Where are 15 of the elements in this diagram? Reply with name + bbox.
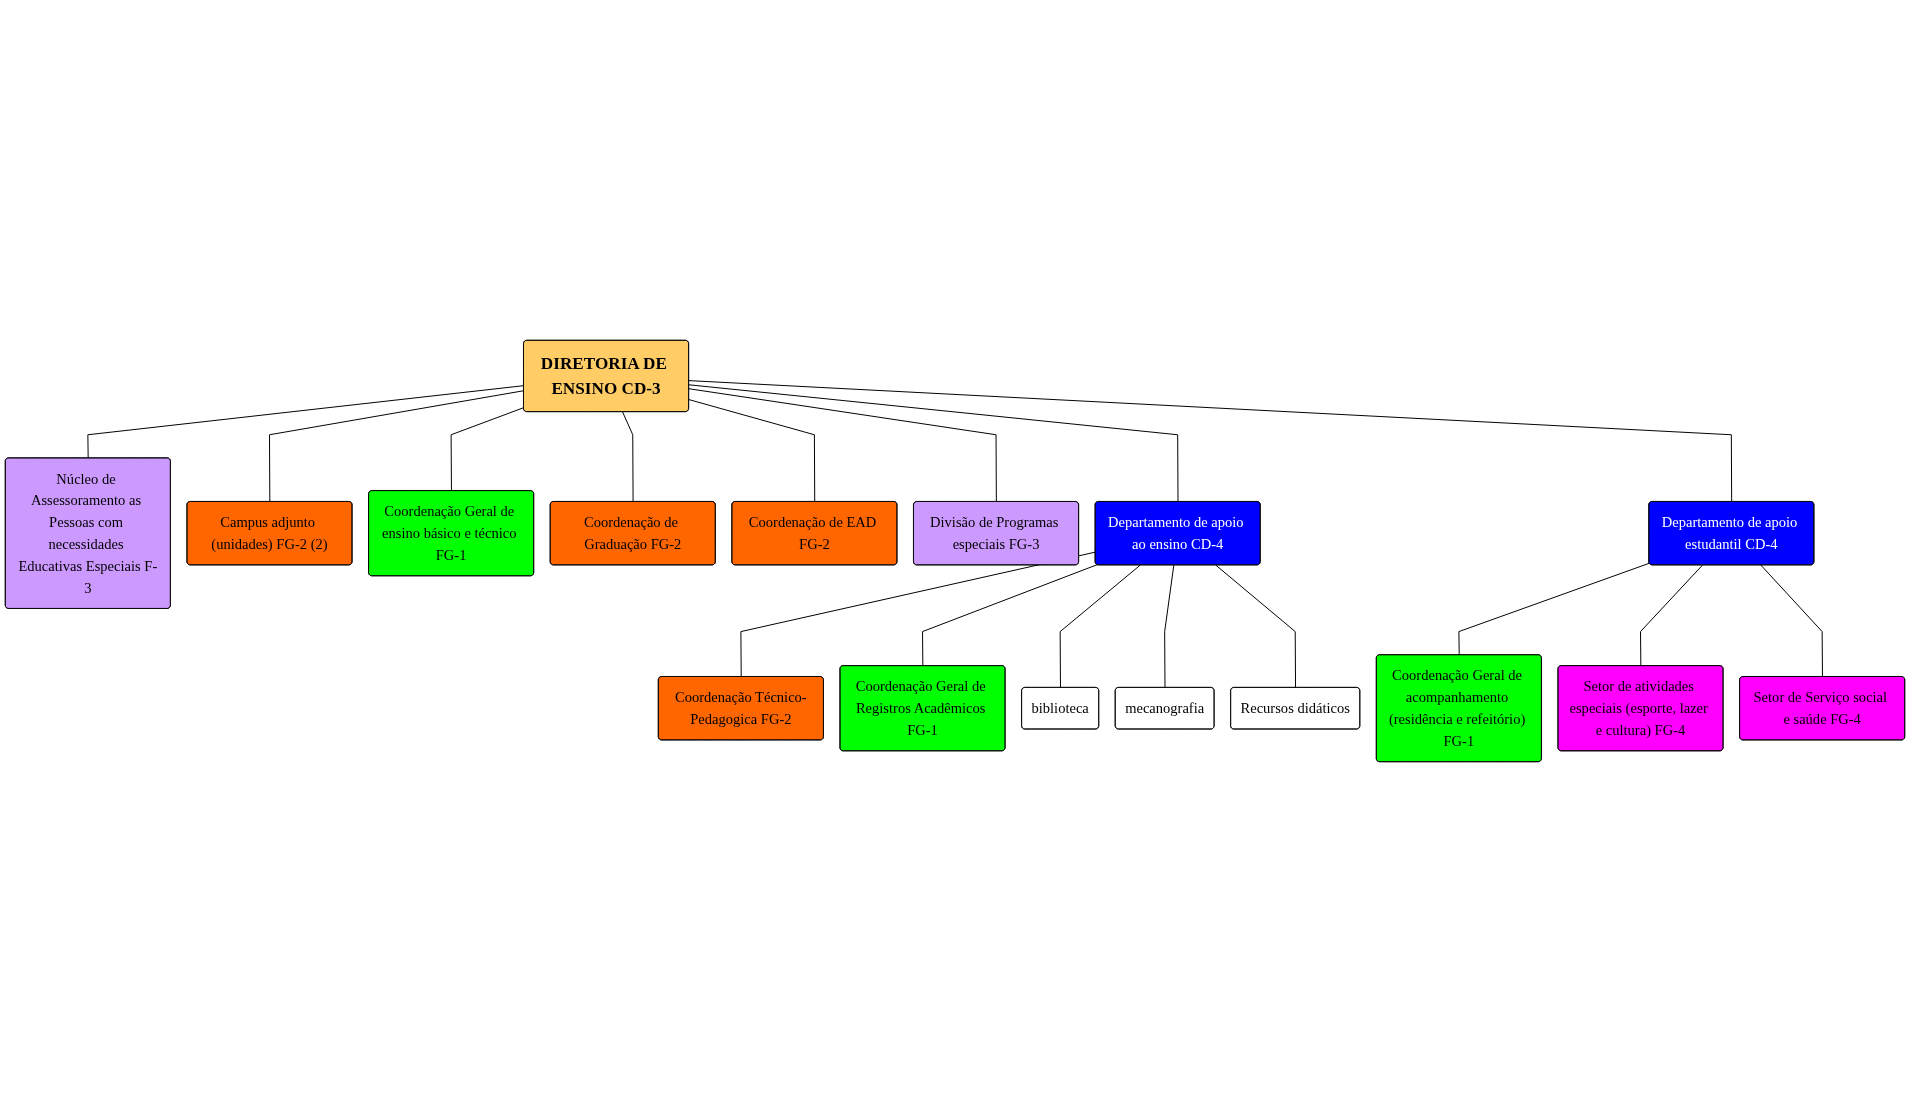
connector <box>1760 564 1823 678</box>
connector <box>688 399 816 503</box>
connector <box>688 388 997 503</box>
connector <box>1458 562 1650 656</box>
connector <box>1640 564 1703 667</box>
connector <box>688 384 1179 503</box>
connector <box>1164 564 1175 689</box>
connector <box>269 390 525 503</box>
connector <box>1215 564 1297 689</box>
connector <box>87 385 525 459</box>
connector <box>622 411 634 503</box>
connector <box>688 380 1733 503</box>
connector <box>922 564 1098 667</box>
connector <box>1059 564 1141 689</box>
connector <box>740 551 1096 678</box>
